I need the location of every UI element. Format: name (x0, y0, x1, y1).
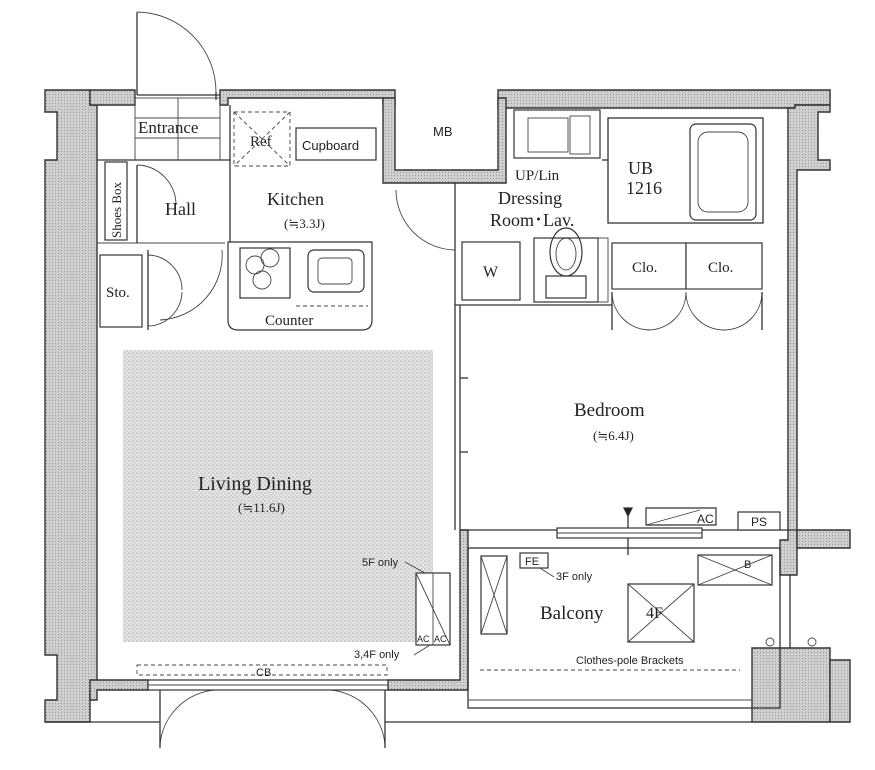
right-column (779, 104, 831, 576)
right-slab-top (796, 529, 851, 549)
ref-label: Ref (250, 134, 272, 150)
top-wall-mid (219, 89, 396, 106)
right-slab (829, 659, 851, 723)
bedroom-size: (≒6.4J) (593, 428, 634, 443)
entrance-door (136, 11, 220, 100)
shoes-box-label: Shoes Box (109, 182, 124, 238)
floor-3f-note: 3F only (556, 571, 593, 583)
bedroom-ac (645, 507, 717, 526)
kitchen-size: (≒3.3J) (284, 216, 325, 231)
dressing-label-1: Dressing (498, 188, 562, 208)
bedroom-label: Bedroom (574, 400, 645, 421)
floor-4f-label: 4F (646, 605, 663, 622)
fe-label: FE (525, 556, 539, 568)
ps-label: PS (751, 515, 767, 529)
bottom-wall (89, 679, 149, 701)
ps-box (737, 511, 781, 531)
floor-5f-note: 5F only (362, 557, 399, 569)
mb-label: MB (433, 124, 453, 139)
living-ac-label-1: AC (417, 634, 430, 644)
storage (99, 254, 143, 328)
closet-2-label: Clo. (708, 260, 733, 276)
top-wall-left (89, 89, 136, 106)
closet-doors (611, 291, 763, 331)
shoes-box (104, 161, 128, 241)
clothes-pole-label: Clothes-pole Brackets (576, 655, 684, 667)
cupboard (295, 127, 377, 161)
fe-box (519, 552, 549, 569)
unit-bath (607, 117, 764, 224)
top-wall-right (497, 89, 831, 109)
balcony (467, 547, 781, 709)
living-dining-size: (≒11.6J) (238, 500, 285, 515)
hall-label: Hall (165, 199, 196, 219)
washer (461, 241, 521, 301)
counter-label: Counter (265, 313, 313, 329)
mb-wall (382, 97, 507, 184)
cupboard-label: Cupboard (302, 138, 359, 153)
storage-label: Sto. (106, 285, 130, 301)
ub-label: UB (628, 158, 653, 178)
dressing-label-2: Room･Lav. (490, 210, 574, 230)
bedroom-ac-label: AC (697, 512, 714, 526)
stove (239, 247, 291, 299)
b-mark: B (744, 559, 751, 571)
cb-label: CB (256, 667, 271, 679)
bathtub (689, 123, 757, 221)
closet-1-label: Clo. (632, 260, 657, 276)
cb-area (136, 664, 388, 676)
balcony-label: Balcony (540, 603, 604, 624)
entrance-label: Entrance (138, 118, 198, 137)
washing-machine-pan (513, 109, 601, 159)
walls (44, 89, 851, 723)
washer-label: W (483, 264, 499, 281)
living-ac-label-2: AC (434, 634, 447, 644)
closet-2 (685, 242, 763, 290)
sink (307, 249, 365, 293)
kitchen-label: Kitchen (267, 189, 324, 209)
toilet (545, 227, 587, 299)
floor-34f-note: 3,4F only (354, 649, 400, 661)
refrigerator (233, 111, 291, 167)
left-wall (44, 89, 98, 723)
up-lin-label: UP/Lin (515, 168, 560, 184)
living-dining-label: Living Dining (198, 473, 312, 495)
living-balcony-doors (159, 689, 386, 748)
ub-size: 1216 (626, 178, 662, 198)
living-dining-floor (123, 350, 433, 642)
balcony-pillar (751, 647, 831, 723)
